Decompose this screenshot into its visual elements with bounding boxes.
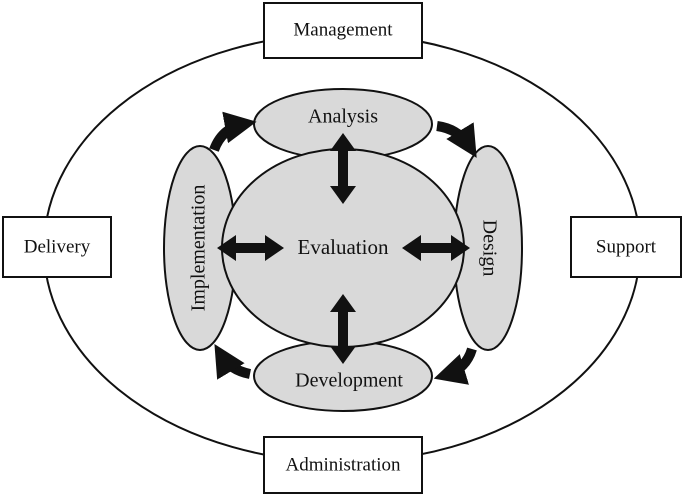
delivery-label: Delivery <box>24 236 91 257</box>
evaluation-analysis-double-arrow <box>330 133 356 204</box>
evaluation-development-double-arrow <box>330 294 356 364</box>
analysis-to-design-arrow <box>436 121 477 158</box>
support-box: Support <box>570 216 682 278</box>
design-node: Design <box>453 145 523 351</box>
administration-box: Administration <box>263 436 423 494</box>
analysis-label: Analysis <box>308 106 378 128</box>
evaluation-design-double-arrow <box>402 235 470 261</box>
implementation-to-analysis-arrow <box>209 111 257 152</box>
development-label: Development <box>295 370 403 392</box>
development-node: Development <box>253 340 433 412</box>
administration-label: Administration <box>285 454 401 475</box>
support-label: Support <box>596 236 657 257</box>
implementation-label: Implementation <box>188 185 210 312</box>
management-label: Management <box>293 19 393 40</box>
delivery-box: Delivery <box>2 216 112 278</box>
management-box: Management <box>263 2 423 59</box>
design-to-development-arrow <box>433 347 477 385</box>
design-label: Design <box>478 220 500 277</box>
development-to-implementation-arrow <box>214 344 252 380</box>
evaluation-implementation-double-arrow <box>217 235 284 261</box>
evaluation-label: Evaluation <box>298 235 389 259</box>
